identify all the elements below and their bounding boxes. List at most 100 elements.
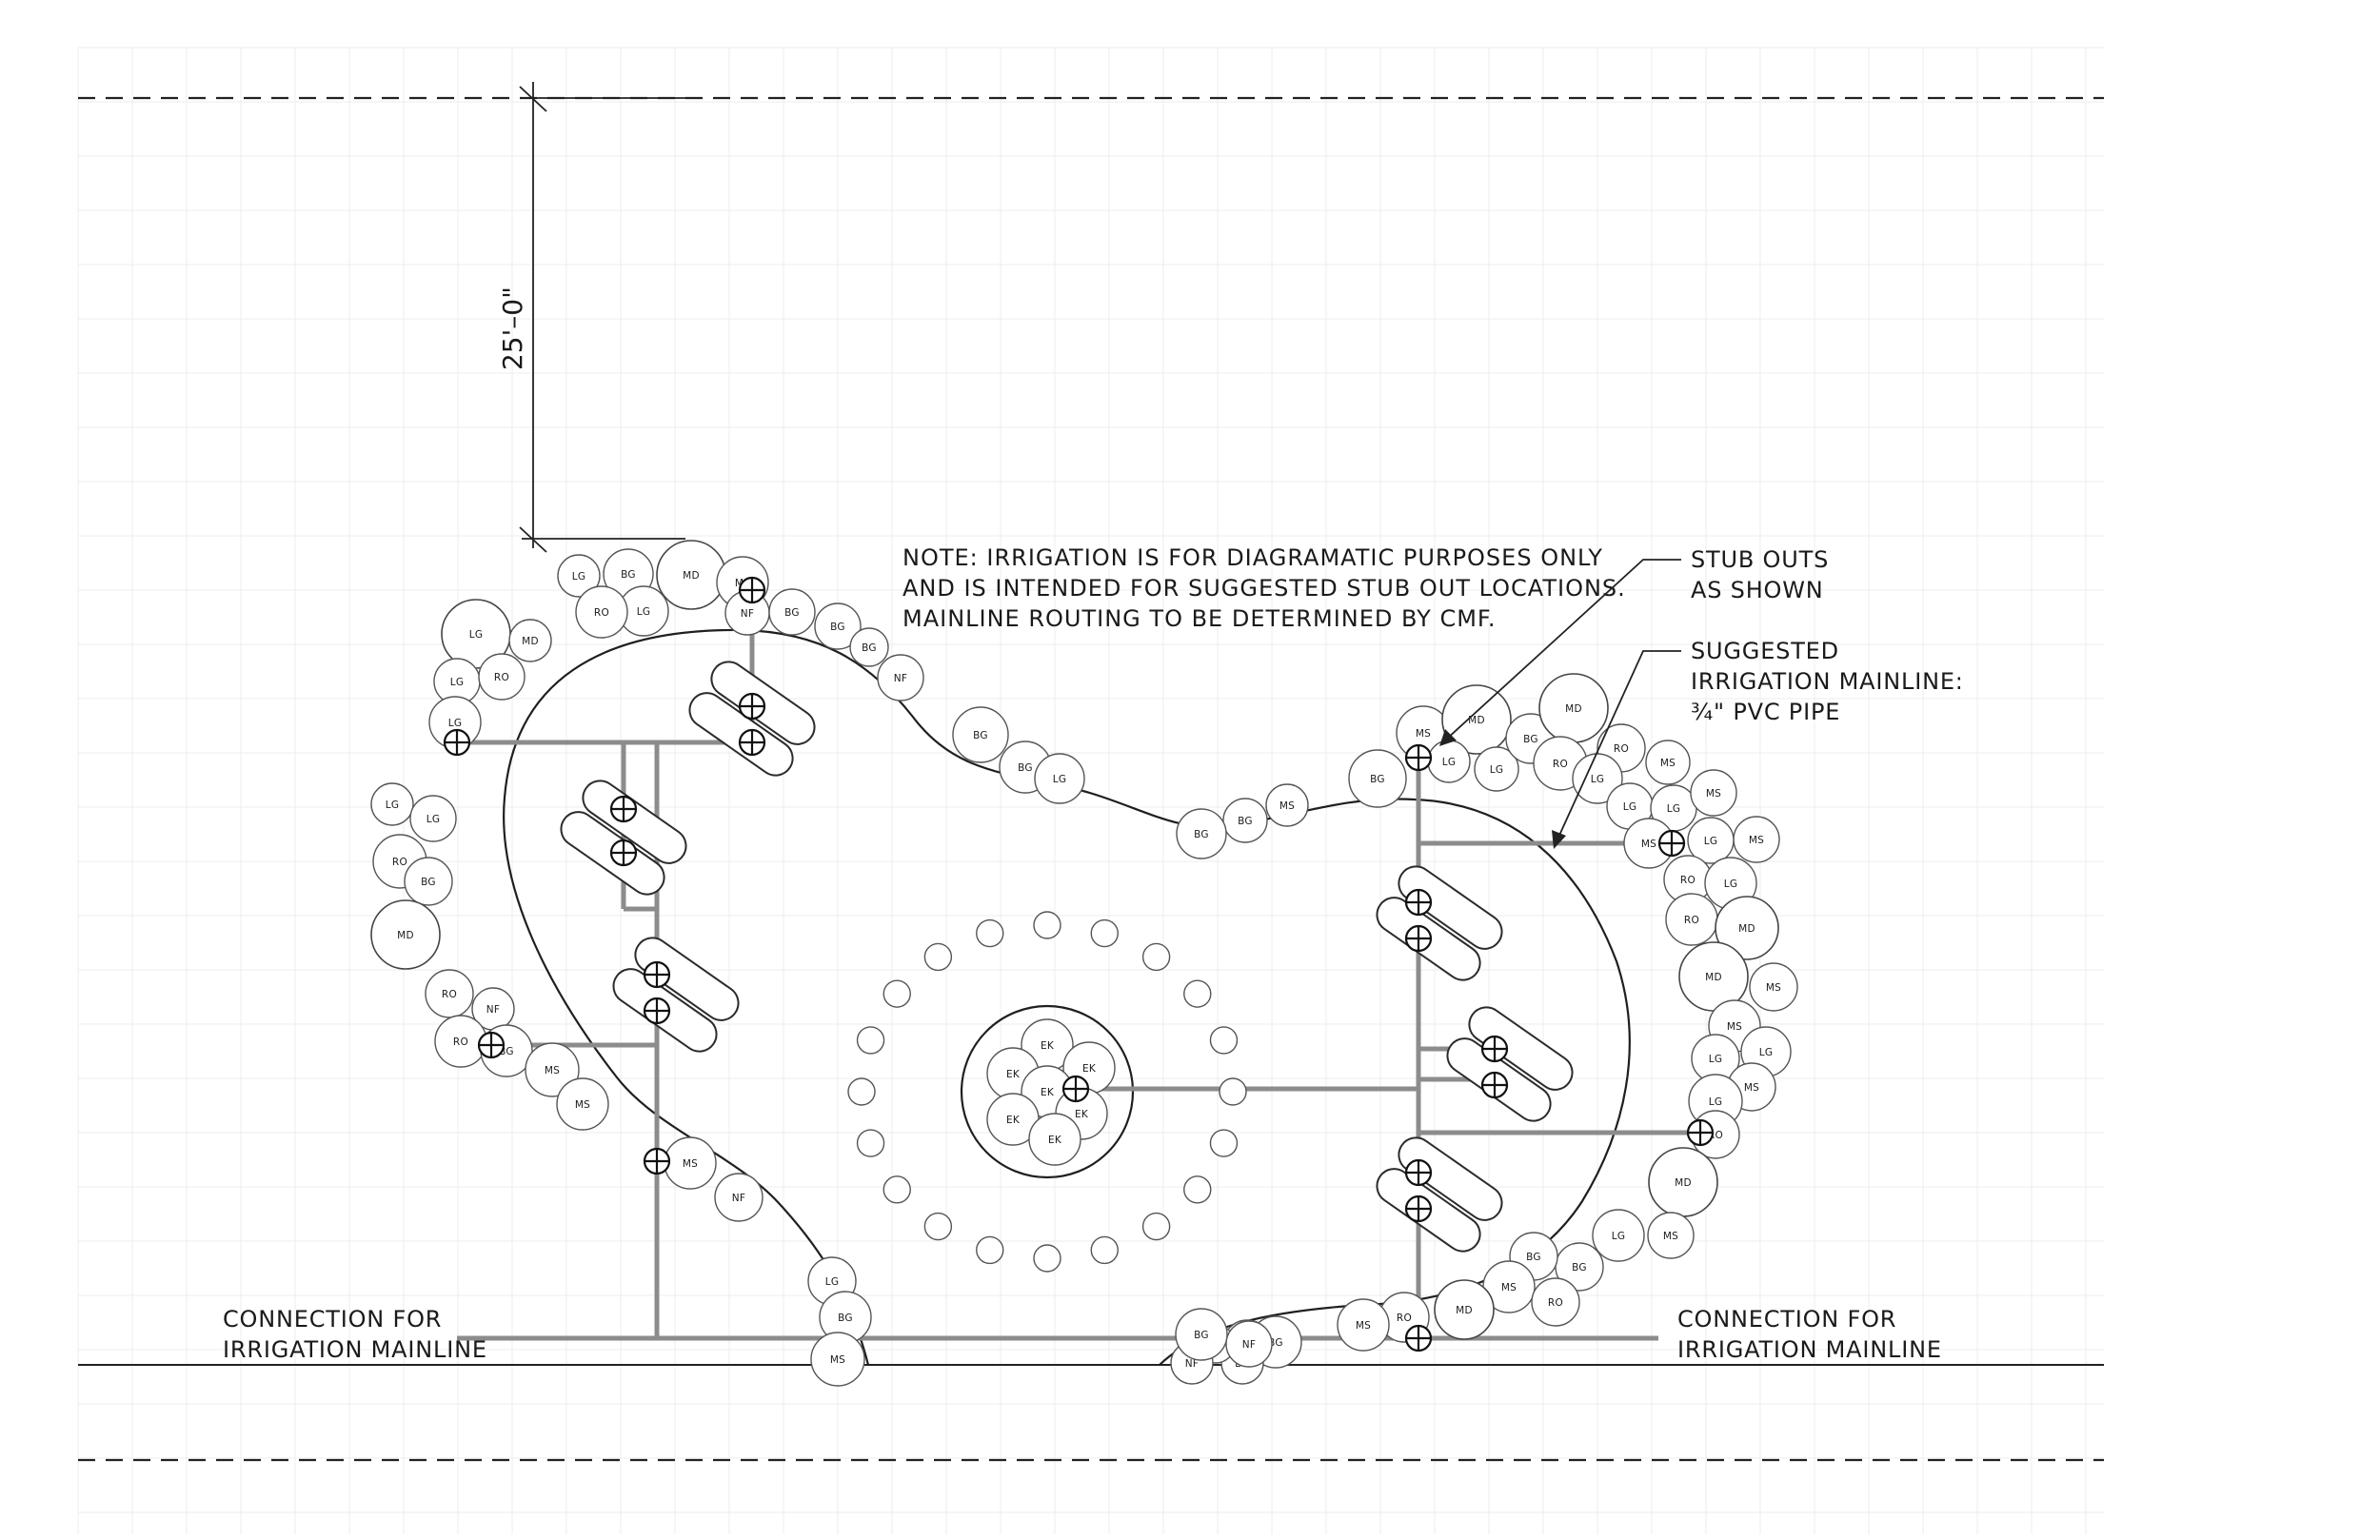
plant-label: BG [1018,762,1033,774]
plant-label: LG [1709,1096,1723,1108]
stub-out-symbol [1686,1118,1715,1147]
note-line-2: AND IS INTENDED FOR SUGGESTED STUB OUT L… [902,575,1626,602]
plant-symbol: RO [1665,893,1718,946]
ring-plant [1183,1175,1212,1204]
drip-emitter-pair [1376,865,1503,981]
plant-label: NF [741,608,755,620]
ring-plant [976,918,1004,948]
plant-label: BG [1572,1262,1587,1273]
plant-label: EK [1041,1087,1055,1098]
plant-label: EK [1006,1069,1021,1080]
plant-label: MS [1663,1231,1678,1242]
plant-symbol: EK [1028,1113,1081,1166]
plant-symbol: BG [849,627,889,667]
plant-label: RO [1684,915,1699,926]
plant-symbol: BG [1348,749,1407,808]
ring-plant [1183,979,1212,1008]
ring-plant [847,1077,876,1106]
plant-symbol: LG [1572,753,1623,804]
plant-label: RO [392,857,407,868]
stub-out-symbol [1404,924,1433,953]
plant-label: MS [1660,758,1676,769]
plant-symbol: MS [1623,818,1675,869]
plant-symbol: MD [1538,673,1609,743]
plant-label: NF [486,1004,501,1016]
plant-label: MD [1565,703,1582,715]
plant-symbol: RO [1531,1277,1580,1327]
plant-symbol: NF [1225,1320,1273,1368]
plant-symbol: MS [556,1077,609,1131]
plant-label: LG [1612,1231,1626,1242]
plant-label: MS [1766,982,1781,994]
plant-label: MD [1456,1305,1473,1316]
plant-label: MD [1705,972,1722,983]
plant-symbol: MS [1647,1212,1695,1259]
plant-label: MD [683,570,700,582]
stub-out-symbol [738,728,766,757]
ring-plant [976,1235,1004,1265]
ring-plant [1090,918,1119,948]
plant-label: MS [1749,835,1764,846]
plant-symbol: LG [557,554,601,598]
ring-plant [1209,1129,1239,1157]
plant-label: EK [1006,1115,1021,1126]
ring-plant [883,979,911,1008]
stub-out-symbol [1480,1035,1509,1063]
stub-out-symbol [643,1147,671,1175]
plant-label: LG [1709,1054,1723,1065]
plant-symbol: BG [1175,1308,1228,1361]
center-bed-circle [960,1004,1135,1179]
plant-symbol: MD [370,899,441,970]
plant-label: MS [830,1354,845,1366]
plant-symbol: RO [425,969,474,1018]
annual-ring-plants [847,911,1247,1273]
plant-label: LG [572,571,586,582]
plant-label: LG [386,800,400,811]
plant-symbol: MD [1715,896,1779,960]
ring-plant [1209,1026,1239,1055]
plant-label: MD [1468,715,1485,726]
plant-label: EK [1075,1109,1089,1120]
plant-label: LG [1759,1047,1774,1058]
plant-symbol: MD [508,619,552,662]
arrowhead [1552,830,1566,849]
plant-label: LG [426,814,441,825]
plant-label: MS [545,1065,560,1076]
plant-label: LG [637,606,651,618]
ring-plant [1090,1235,1119,1265]
plant-symbol: MD [656,540,726,610]
plant-symbol: BG [1176,808,1227,859]
ring-plant [1033,1244,1061,1273]
plant-symbol: BG [1222,798,1268,843]
stub-out-symbols [443,576,1715,1352]
plant-symbol: LG [1034,753,1085,804]
plant-label: EK [1041,1040,1055,1052]
drawing-grid [77,47,2104,1534]
plant-label: MS [575,1099,590,1111]
plant-label: RO [1548,1297,1563,1309]
plant-label: NF [894,673,908,684]
plant-label: NF [732,1193,746,1204]
plant-symbol: BG [768,588,816,636]
plant-symbol: BG [952,706,1009,763]
plant-label: MD [1675,1177,1692,1189]
stub-out-symbol [477,1031,506,1059]
connection-right-line-1: CONNECTION FOR [1677,1306,1896,1333]
plant-label: MS [1641,839,1656,850]
plant-label: MD [522,636,539,647]
callout-mainline-line-3: ¾" PVC PIPE [1691,699,1840,725]
plant-label: LG [1053,774,1067,785]
ring-plant [1141,942,1171,972]
stub-out-symbol [1480,1071,1509,1099]
arrowhead [1439,729,1457,746]
plant-symbol: LG [370,782,414,826]
plant-label: BG [1194,829,1209,840]
connection-right-line-2: IRRIGATION MAINLINE [1677,1336,1942,1363]
plant-label: LG [1442,757,1457,768]
plant-symbol: MD [1441,684,1512,755]
plant-symbol: MS [1749,962,1798,1012]
ring-plant [1141,1212,1171,1241]
plant-label: LG [1667,803,1681,815]
plant-label: RO [1680,875,1696,886]
